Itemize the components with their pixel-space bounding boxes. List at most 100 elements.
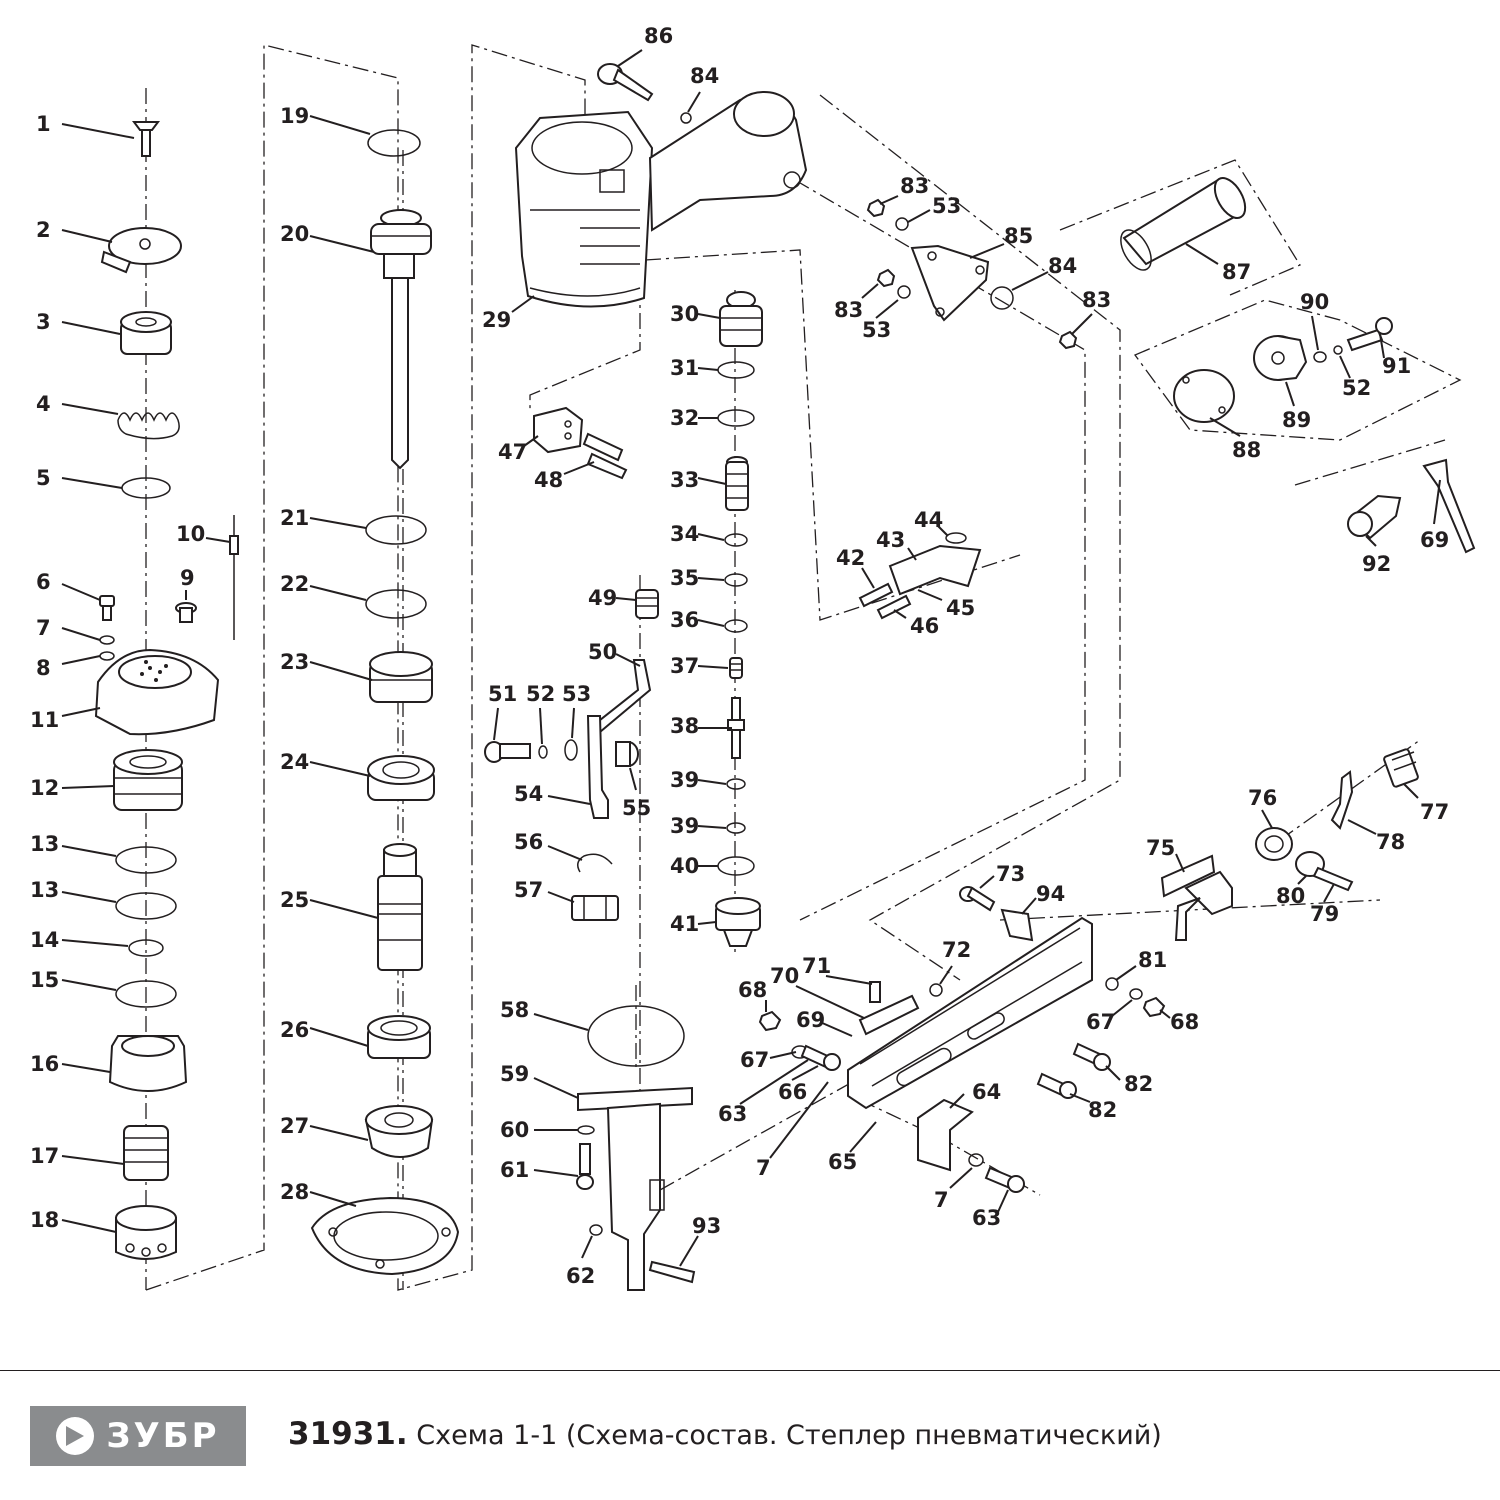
washer-90-part — [1313, 351, 1327, 363]
callout-86: 86 — [644, 24, 673, 48]
callout-37: 37 — [670, 654, 699, 678]
o-ring-36-part — [724, 619, 748, 633]
callout-76: 76 — [1248, 786, 1277, 810]
callout-82a: 82 — [1124, 1072, 1153, 1096]
screw-6-part — [99, 595, 115, 621]
callout-22: 22 — [280, 572, 309, 596]
fitting-92-part — [1347, 494, 1402, 540]
magazine-assembly — [758, 748, 1419, 1193]
valve-stack — [715, 291, 763, 947]
brand-wordmark: ЗУБР — [106, 1416, 220, 1456]
bushing-55-part — [615, 741, 639, 767]
callout-61: 61 — [500, 1158, 529, 1182]
callout-43: 43 — [876, 528, 905, 552]
leader-lines — [61, 49, 1441, 1267]
callout-75: 75 — [1146, 836, 1175, 860]
o-ring-35-part — [724, 573, 748, 587]
callout-52b: 52 — [526, 682, 555, 706]
washer-8-part — [99, 651, 115, 661]
callout-59: 59 — [500, 1062, 529, 1086]
callout-60: 60 — [500, 1118, 529, 1142]
second-column-parts — [310, 129, 460, 1276]
callout-80: 80 — [1276, 884, 1305, 908]
callout-39b: 39 — [670, 814, 699, 838]
o-ring-14-part — [128, 939, 164, 957]
callout-83b: 83 — [834, 298, 863, 322]
callout-30: 30 — [670, 302, 699, 326]
handle-part — [648, 91, 808, 232]
callout-44: 44 — [914, 508, 943, 532]
screw-73-part — [959, 886, 996, 912]
o-ring-32-part — [717, 409, 755, 427]
nut-68a-part — [758, 1010, 782, 1032]
article-number: 31931. — [288, 1416, 408, 1452]
callout-84a: 84 — [690, 64, 719, 88]
spring-4-part — [117, 412, 180, 440]
diagram-caption: 31931. Схема 1-1 (Схема-состав. Степлер … — [288, 1416, 1162, 1452]
nose-59-part — [577, 1086, 693, 1291]
callout-55: 55 — [622, 796, 651, 820]
callout-54: 54 — [514, 782, 543, 806]
callout-51: 51 — [488, 682, 517, 706]
callout-38: 38 — [670, 714, 699, 738]
callout-labels: 1 2 3 4 5 6 7 8 9 10 11 12 13 13 14 15 1… — [30, 24, 1449, 1288]
screw-61-part — [576, 1143, 594, 1190]
bumper-27-part — [364, 1105, 434, 1158]
washer-84a-part — [680, 112, 692, 124]
callout-41: 41 — [670, 912, 699, 936]
callout-16: 16 — [30, 1052, 59, 1076]
callout-33: 33 — [670, 468, 699, 492]
callout-7b: 7 — [756, 1156, 771, 1180]
callout-24: 24 — [280, 750, 309, 774]
callout-69b: 69 — [796, 1008, 825, 1032]
callout-56: 56 — [514, 830, 543, 854]
screw-63b-part — [984, 1166, 1025, 1193]
callout-35: 35 — [670, 566, 699, 590]
latch-43-part — [888, 532, 982, 596]
callout-57: 57 — [514, 878, 543, 902]
callout-46: 46 — [910, 614, 939, 638]
callout-77: 77 — [1420, 800, 1449, 824]
nut-68b-part — [1142, 996, 1166, 1018]
nut-72-part — [929, 983, 943, 997]
bracket-85-part — [910, 244, 990, 322]
callout-70: 70 — [770, 964, 799, 988]
callout-81: 81 — [1138, 948, 1167, 972]
caption-text: Схема 1-1 (Схема-состав. Степлер пневмат… — [416, 1420, 1162, 1451]
spring-37-part — [729, 657, 743, 679]
pusher-75-part — [1160, 854, 1216, 898]
clip-62-part — [589, 1224, 603, 1236]
cover-89-part — [1253, 335, 1308, 381]
callout-58: 58 — [500, 998, 529, 1022]
callout-15: 15 — [30, 968, 59, 992]
callout-69a: 69 — [1420, 528, 1449, 552]
block-57-part — [571, 895, 619, 921]
callout-2: 2 — [36, 218, 51, 242]
callout-68a: 68 — [738, 978, 767, 1002]
callout-65: 65 — [828, 1150, 857, 1174]
callout-82b: 82 — [1088, 1098, 1117, 1122]
o-ring-31-part — [717, 361, 755, 379]
callout-91: 91 — [1382, 354, 1411, 378]
nut-83c-part — [1058, 330, 1078, 350]
valve-16-part — [108, 1035, 188, 1092]
callout-5: 5 — [36, 466, 51, 490]
callout-21: 21 — [280, 506, 309, 530]
bumper-24-part — [367, 755, 435, 801]
callout-9: 9 — [180, 566, 195, 590]
callout-34: 34 — [670, 522, 699, 546]
washer-52b-part — [1333, 345, 1343, 355]
pin-48-part — [582, 432, 628, 480]
callout-63a: 63 — [718, 1102, 747, 1126]
spring-17-part — [123, 1125, 169, 1181]
callout-13a: 13 — [30, 832, 59, 856]
valve-30-part — [719, 291, 763, 347]
callout-17: 17 — [30, 1144, 59, 1168]
cylinder-25-part — [377, 843, 423, 971]
bushing-41-part — [715, 897, 761, 947]
callout-36: 36 — [670, 608, 699, 632]
callout-14: 14 — [30, 928, 59, 952]
callout-53c: 53 — [562, 682, 591, 706]
callout-12: 12 — [30, 776, 59, 800]
washer-67b-part — [1129, 988, 1143, 1000]
